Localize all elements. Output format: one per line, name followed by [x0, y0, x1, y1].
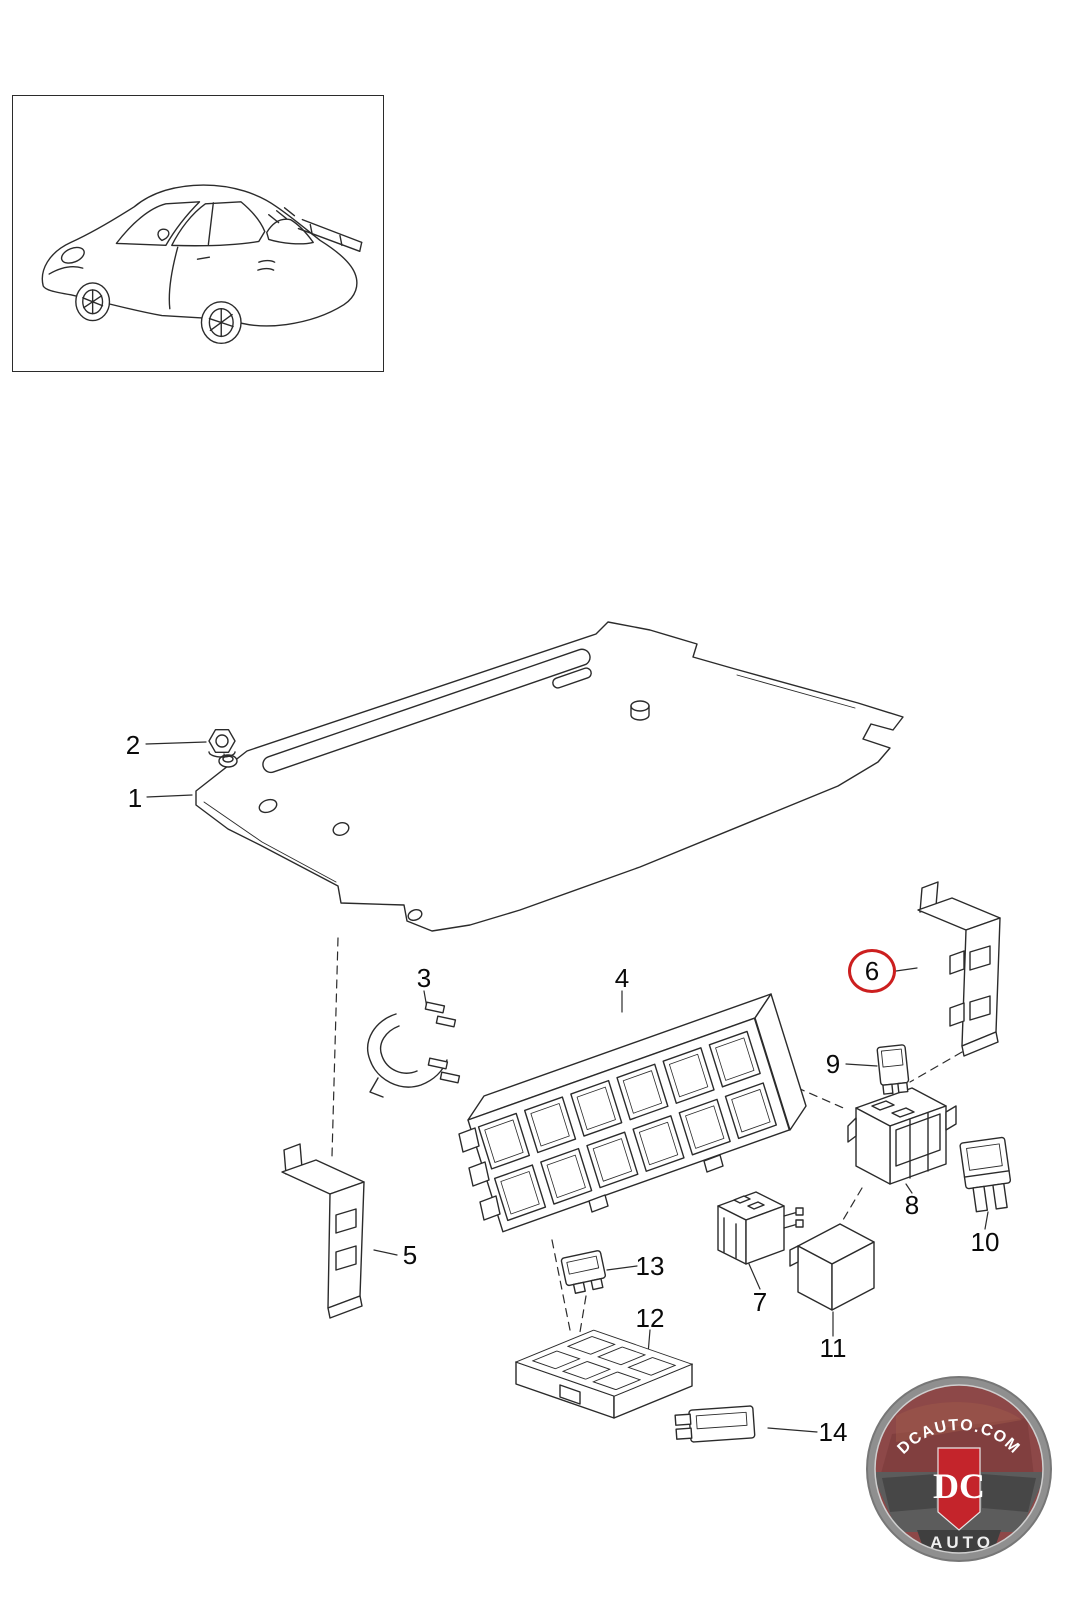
- callout-4: 4: [614, 963, 630, 993]
- callout-2: 2: [125, 730, 141, 760]
- logo-photo-texture-2: [896, 1402, 1022, 1442]
- part-2-hex-nut-drawing: [208, 729, 236, 758]
- car-engine-lid-slats: [268, 207, 296, 224]
- callout-7: 7: [752, 1287, 768, 1317]
- car-headlight: [60, 246, 85, 264]
- part-5-left-bracket-drawing: [281, 1143, 365, 1319]
- car-side-vent: [257, 260, 276, 271]
- logo-red-shield: [937, 1447, 981, 1531]
- vehicle-line-art: [41, 184, 363, 344]
- callout-5: 5: [402, 1240, 418, 1270]
- callout-11: 11: [819, 1333, 847, 1363]
- car-front-wheel: [75, 282, 111, 322]
- part-9-mini-fuse-drawing: [876, 1044, 910, 1095]
- logo-left-wing: [882, 1474, 936, 1512]
- car-door-handle: [196, 256, 211, 260]
- callout-6: 6: [864, 956, 880, 986]
- callout-1: 1: [127, 783, 143, 813]
- dcauto-watermark-logo: DCAUTO.COM DC AUTO: [862, 1372, 1056, 1566]
- logo-bottom-plate: [917, 1530, 1001, 1553]
- car-mirror: [157, 228, 170, 242]
- part-11-relay-drawing: [789, 1223, 875, 1311]
- part-4-fuse-carrier-drawing: [458, 993, 807, 1233]
- part-12-connector-housing-drawing: [515, 1329, 693, 1419]
- leader-lines: [145, 741, 989, 1433]
- part-1-mounting-plate-drawing: [195, 621, 904, 932]
- car-body-outline: [41, 184, 358, 327]
- callout-12: 12: [635, 1303, 665, 1333]
- part-14-blade-fuse-drawing: [674, 1405, 756, 1443]
- part-8-relay-socket-drawing: [847, 1087, 957, 1185]
- callout-3: 3: [416, 963, 432, 993]
- callout-10: 10: [970, 1227, 1000, 1257]
- part-6-right-bracket-drawing: [917, 881, 1001, 1057]
- logo-inner-ring: [874, 1384, 1044, 1554]
- callout-9: 9: [825, 1049, 841, 1079]
- callout-13: 13: [635, 1251, 665, 1281]
- callout-14: 14: [818, 1417, 848, 1447]
- part-13-mini-fuse-drawing: [560, 1250, 606, 1294]
- callout-6-highlight-circle: [848, 949, 896, 993]
- logo-dc-text: DC: [933, 1466, 985, 1506]
- logo-outer-ring: [866, 1376, 1052, 1562]
- logo-auto-text: AUTO: [930, 1533, 994, 1552]
- car-door-seam: [168, 246, 179, 310]
- car-windshield: [115, 201, 201, 247]
- logo-right-wing: [982, 1474, 1036, 1512]
- car-rear-spoiler: [297, 218, 363, 252]
- car-rear-wheel: [200, 301, 242, 344]
- callout-8: 8: [904, 1190, 920, 1220]
- car-side-window: [171, 201, 266, 247]
- part-7-connector-drawing: [717, 1191, 804, 1265]
- part-3-retaining-clip-drawing: [367, 1001, 461, 1098]
- vehicle-thumbnail-box: [12, 95, 384, 372]
- car-bumper-crease: [48, 266, 84, 275]
- logo-ring: [867, 1377, 1051, 1561]
- part-10-blade-fuse-drawing: [959, 1136, 1012, 1213]
